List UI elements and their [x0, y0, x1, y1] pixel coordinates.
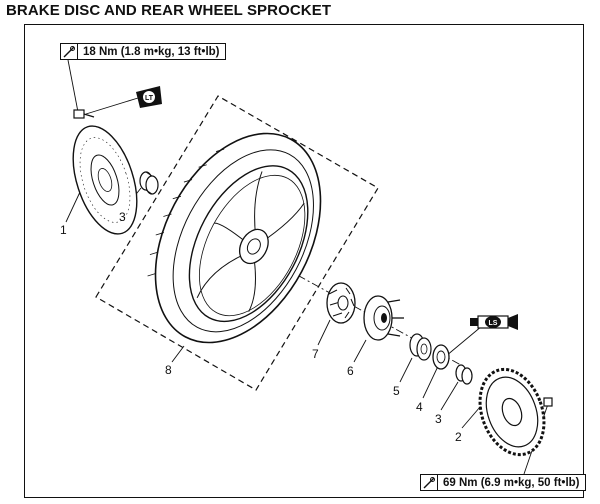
grease-gun-symbol: LS — [470, 314, 518, 330]
leader-line-3b — [440, 381, 459, 411]
leader-line-5 — [399, 357, 413, 383]
bearing-right — [455, 364, 473, 385]
brake-disc — [72, 125, 138, 235]
locktite-label: LT — [145, 95, 154, 102]
damper — [326, 282, 356, 324]
rear-sprocket — [478, 367, 546, 457]
callout-5: 5 — [393, 384, 400, 398]
callout-8: 8 — [165, 363, 172, 377]
disc-bolt — [73, 109, 95, 119]
callout-2: 2 — [455, 430, 462, 444]
leader-line-1 — [65, 191, 81, 223]
torque-spec-disc-bolts: 18 Nm (1.8 m•kg, 13 ft•lb) — [60, 43, 226, 60]
callout-4: 4 — [416, 400, 423, 414]
bearing-left — [139, 171, 159, 195]
torque-value-sprocket: 69 Nm (6.9 m•kg, 50 ft•lb) — [443, 476, 580, 489]
torque-value-disc: 18 Nm (1.8 m•kg, 13 ft•lb) — [83, 45, 220, 58]
callout-7: 7 — [312, 347, 319, 361]
leader-line-7 — [317, 319, 331, 346]
callout-6: 6 — [347, 364, 354, 378]
grease-label: LS — [489, 320, 498, 327]
sprocket-nut — [543, 397, 553, 407]
bearing-hub — [409, 333, 432, 361]
diagram-frame — [24, 24, 584, 498]
oil-seal — [432, 344, 450, 370]
torque-wrench-icon — [61, 44, 78, 59]
callout-3-right: 3 — [435, 412, 442, 426]
leader-line-6 — [353, 339, 367, 363]
leader-line-lt — [85, 97, 139, 115]
leader-line-8 — [171, 345, 185, 363]
callout-3-left: 3 — [119, 210, 126, 224]
rear-wheel — [147, 132, 322, 344]
torque-spec-sprocket-nuts: 69 Nm (6.9 m•kg, 50 ft•lb) — [420, 474, 586, 491]
clutch-hub — [363, 295, 404, 341]
leader-line-spec-top — [67, 59, 79, 113]
locktite-symbol: LT — [136, 86, 162, 108]
leader-line-ls — [445, 325, 483, 357]
torque-wrench-icon — [421, 475, 438, 490]
callout-1: 1 — [60, 223, 67, 237]
page-title: BRAKE DISC AND REAR WHEEL SPROCKET — [6, 2, 332, 19]
